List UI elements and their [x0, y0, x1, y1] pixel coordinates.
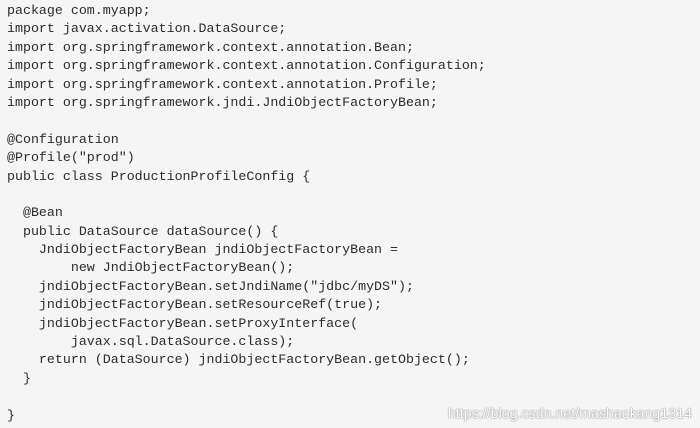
- code-line-method-close: }: [7, 370, 31, 386]
- code-line-package: package com.myapp;: [7, 3, 151, 18]
- code-line-import-profile: import org.springframework.context.annot…: [7, 76, 438, 92]
- code-line-import-jndi: import org.springframework.jndi.JndiObje…: [7, 94, 438, 110]
- code-line-import-bean: import org.springframework.context.annot…: [7, 39, 414, 55]
- code-line-set-proxy-interface: jndiObjectFactoryBean.setProxyInterface(: [7, 315, 359, 331]
- code-line-method-declaration: public DataSource dataSource() {: [7, 223, 279, 239]
- code-line-factory-new: new JndiObjectFactoryBean();: [7, 260, 295, 276]
- code-line-bean-annotation: @Bean: [7, 205, 63, 221]
- code-line-blank: [7, 112, 692, 130]
- code-line-proxy-class: javax.sql.DataSource.class);: [7, 334, 295, 350]
- code-line-import-datasource: import javax.activation.DataSource;: [7, 21, 287, 37]
- code-line-profile-annotation: @Profile("prod"): [7, 150, 135, 166]
- code-line-factory-declaration: JndiObjectFactoryBean jndiObjectFactoryB…: [7, 242, 398, 258]
- watermark-url: https://blog.csdn.net/mashaokang1314: [447, 405, 692, 421]
- code-line-class-close: }: [7, 407, 15, 423]
- code-line-blank: [7, 388, 692, 406]
- code-line-configuration-annotation: @Configuration: [7, 131, 119, 147]
- code-line-import-configuration: import org.springframework.context.annot…: [7, 58, 486, 74]
- code-line-class-declaration: public class ProductionProfileConfig {: [7, 168, 311, 184]
- code-line-set-resource-ref: jndiObjectFactoryBean.setResourceRef(tru…: [7, 297, 383, 313]
- code-line-blank: [7, 186, 692, 204]
- code-line-set-jndi-name: jndiObjectFactoryBean.setJndiName("jdbc/…: [7, 278, 414, 294]
- code-line-return: return (DataSource) jndiObjectFactoryBea…: [7, 352, 470, 368]
